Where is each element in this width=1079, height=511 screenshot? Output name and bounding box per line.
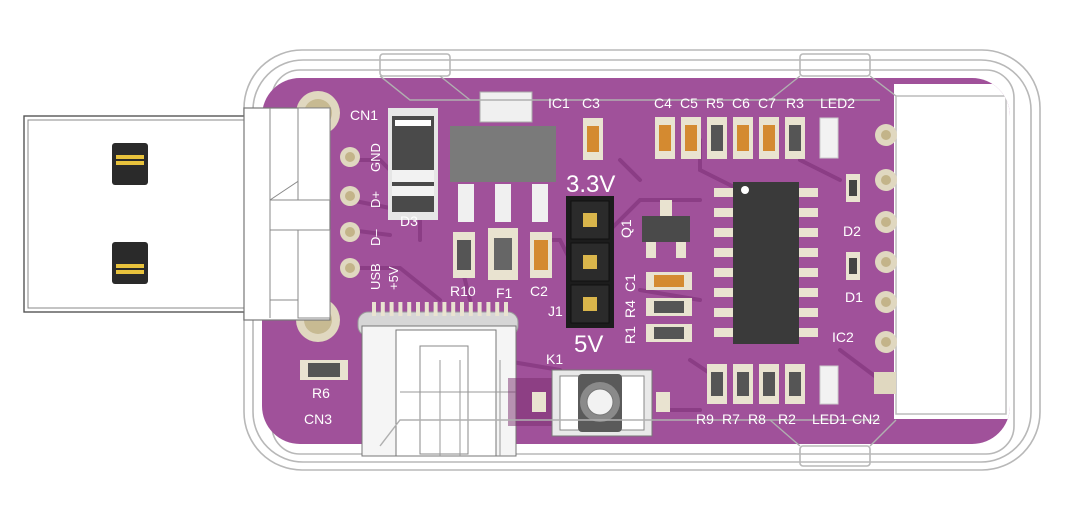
chip-pin	[468, 302, 473, 316]
usb-c-connector-cn3	[357, 302, 519, 457]
label-5v: 5V	[574, 331, 603, 358]
label-c1: C1	[622, 274, 638, 292]
label-j1: J1	[548, 303, 563, 319]
label-led2: LED2	[820, 95, 855, 111]
chip-pin	[380, 302, 385, 316]
label-gnd: GND	[368, 143, 383, 172]
chip-pin	[486, 302, 491, 316]
label-led1: LED1	[812, 411, 847, 427]
chip-pin	[460, 302, 464, 316]
label-q1: Q1	[618, 219, 634, 238]
diode-d3	[388, 108, 438, 220]
label-c3: C3	[582, 95, 600, 111]
chip-pin	[504, 302, 508, 316]
label-cn2: CN2	[852, 411, 880, 427]
chip-pin	[714, 188, 738, 197]
resistor-r6	[300, 360, 348, 380]
chip-pin	[714, 248, 738, 257]
label-c2: C2	[530, 283, 548, 299]
chip-pin	[433, 302, 438, 316]
chip-pin	[714, 328, 738, 337]
chip-pin	[794, 188, 818, 197]
label-f1: F1	[496, 285, 513, 301]
chip-pin	[794, 268, 818, 277]
smd-row-bottom	[707, 364, 839, 405]
chip-pin	[714, 208, 738, 217]
ic2-chip	[714, 182, 818, 344]
ic1-regulator	[450, 91, 556, 222]
label-ic1: IC1	[548, 95, 570, 111]
label-r3: R3	[786, 95, 804, 111]
label-r7: R7	[722, 411, 740, 427]
label-r8: R8	[748, 411, 766, 427]
label-c5: C5	[680, 95, 698, 111]
smd-r10-f1-c2	[453, 228, 552, 280]
label-d3: D3	[400, 213, 418, 229]
label-ic2: IC2	[832, 329, 854, 345]
enclosure-corner-lines	[379, 75, 897, 447]
label-d1: D1	[845, 289, 863, 305]
chip-pin	[794, 328, 818, 337]
chip-pin	[372, 302, 376, 316]
chip-pin	[714, 308, 738, 317]
label-cn3: CN3	[304, 411, 332, 427]
usb-pads	[340, 147, 360, 278]
label-dminus: D–	[368, 229, 383, 246]
label-r1: R1	[622, 326, 638, 344]
label-3v3: 3.3V	[566, 171, 615, 198]
chip-pin	[416, 302, 420, 316]
label-plus5v: +5V	[386, 266, 401, 290]
label-dplus: D+	[368, 191, 383, 208]
label-c7: C7	[758, 95, 776, 111]
chip-pin	[714, 288, 738, 297]
chip-pin	[794, 248, 818, 257]
chip-pin	[442, 302, 447, 316]
chip-pin	[794, 228, 818, 237]
label-r10: R10	[450, 283, 476, 299]
label-c4: C4	[654, 95, 672, 111]
chip-pin	[398, 302, 403, 316]
diodes-d1-d2	[846, 174, 860, 280]
right-cutout	[894, 84, 1010, 419]
chip-pin	[495, 302, 500, 316]
label-d2: D2	[843, 223, 861, 239]
chip-pin	[714, 228, 738, 237]
transistor-q1	[642, 200, 690, 258]
silkscreen-labels: CN1 D3 IC1 C3 C4 C5 R5 C6 C7 R3 LED2 D2 …	[304, 95, 880, 427]
label-k1: K1	[546, 351, 563, 367]
pin-header-j1	[566, 196, 614, 328]
label-r6: R6	[312, 385, 330, 401]
smd-row-top	[655, 117, 839, 159]
usb-a-plug	[23, 107, 331, 321]
chip-pin	[794, 288, 818, 297]
chip-pin	[407, 302, 412, 316]
label-r4: R4	[622, 300, 638, 318]
chip-pin	[451, 302, 456, 316]
chip-pin	[477, 302, 482, 316]
enclosure-outline	[243, 49, 1041, 471]
chip-pin	[714, 268, 738, 277]
label-cn1: CN1	[350, 107, 378, 123]
label-c6: C6	[732, 95, 750, 111]
chip-pin	[424, 302, 429, 316]
label-r9: R9	[696, 411, 714, 427]
button-k1	[508, 369, 670, 437]
chip-pin	[794, 208, 818, 217]
right-edge-box	[895, 95, 1007, 415]
label-usb: USB	[368, 263, 383, 290]
capacitor-c3	[583, 118, 603, 160]
label-r5: R5	[706, 95, 724, 111]
chip-pin	[389, 302, 394, 316]
right-header-pads	[874, 124, 897, 394]
chip-pin	[794, 308, 818, 317]
smd-row-c1-r4-r1	[646, 272, 692, 342]
label-r2: R2	[778, 411, 796, 427]
